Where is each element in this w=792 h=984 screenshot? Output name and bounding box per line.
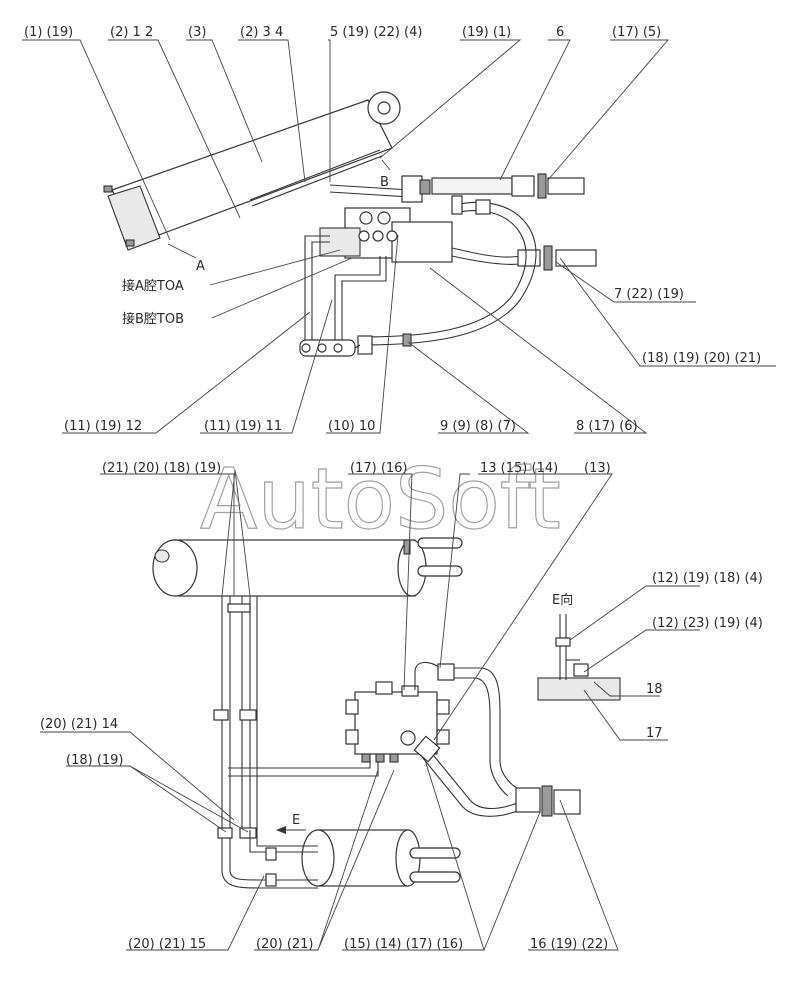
callout-20-21: (20) (21): [256, 937, 314, 952]
callout-underlines: [40, 301, 776, 951]
callout-19-1: (19) (1): [462, 25, 511, 40]
view-e-arrow: [276, 826, 306, 834]
lower-upper-cylinder: [152, 537, 463, 597]
callout-20-21-14: (20) (21) 14: [40, 717, 118, 732]
callout-18-19-20-21: (18) (19) (20) (21): [642, 351, 761, 366]
callout-21-20-18-19: (21) (20) (18) (19): [102, 461, 221, 476]
detail-labels: E向 (12) (19) (18) (4) (12) (23) (19) (4)…: [552, 571, 763, 741]
detail-callout-1: (12) (19) (18) (4): [652, 571, 763, 586]
upper-cylinder: [103, 91, 411, 251]
to-a-label: 接A腔TOA: [122, 278, 184, 294]
callouts-mid: (11) (19) 12 (11) (19) 11 (10) 10 9 (9) …: [64, 419, 638, 434]
callout-11-19-11: (11) (19) 11: [204, 419, 282, 434]
port-b-label: B: [380, 175, 389, 190]
callout-1-19: (1) (19): [24, 25, 73, 40]
callouts-lower-top: (21) (20) (18) (19) (17) (16) 13 (15) (1…: [102, 461, 611, 476]
callout-13-15-14: 13 (15) (14): [480, 461, 558, 476]
callout-8-17-6: 8 (17) (6): [576, 419, 638, 434]
callout-6: 6: [556, 25, 564, 40]
arrow-e-label: E: [292, 813, 300, 828]
upper-valve-block: [319, 175, 453, 263]
callout-3: (3): [188, 25, 206, 40]
port-labels: A B 接A腔TOA 接B腔TOB: [122, 175, 389, 327]
callouts-right-top: 7 (22) (19) (18) (19) (20) (21): [614, 287, 761, 366]
detail-callout-4: 17: [646, 726, 663, 741]
callout-17-16: (17) (16): [350, 461, 408, 476]
callout-5-19-22-4: 5 (19) (22) (4): [330, 25, 422, 40]
callout-16-19-22: 16 (19) (22): [530, 937, 608, 952]
watermark: AutoSoft: [200, 450, 561, 548]
callout-7-22-19: 7 (22) (19): [614, 287, 684, 302]
callout-18-19: (18) (19): [66, 753, 124, 768]
callout-2-12: (2) 1 2: [110, 25, 153, 40]
to-b-label: 接B腔TOB: [122, 311, 184, 327]
port-a-label: A: [196, 259, 205, 274]
detail-view-e: [537, 585, 700, 741]
callout-13: (13): [584, 461, 611, 476]
callout-9-9-8-7: 9 (9) (8) (7): [440, 419, 516, 434]
callout-2-34: (2) 3 4: [240, 25, 283, 40]
lower-valve-block: [110, 473, 613, 817]
callout-15-14-17-16: (15) (14) (17) (16): [344, 937, 463, 952]
detail-callout-2: (12) (23) (19) (4): [652, 616, 763, 631]
callout-11-19-12: (11) (19) 12: [64, 419, 142, 434]
callouts-top: (1) (19) (2) 1 2 (3) (2) 3 4 5 (19) (22)…: [24, 25, 661, 40]
callout-17-5: (17) (5): [612, 25, 661, 40]
upper-hoses: [299, 173, 597, 357]
callouts-bottom: (20) (21) 15 (20) (21) (15) (14) (17) (1…: [128, 937, 608, 952]
lower-bottom-cylinder: [301, 829, 461, 887]
callouts-left: (20) (21) 14 (18) (19): [40, 717, 124, 768]
detail-title: E向: [552, 592, 573, 608]
callout-10-10: (10) 10: [328, 419, 375, 434]
callout-20-21-15: (20) (21) 15: [128, 937, 206, 952]
detail-callout-3: 18: [646, 682, 663, 697]
